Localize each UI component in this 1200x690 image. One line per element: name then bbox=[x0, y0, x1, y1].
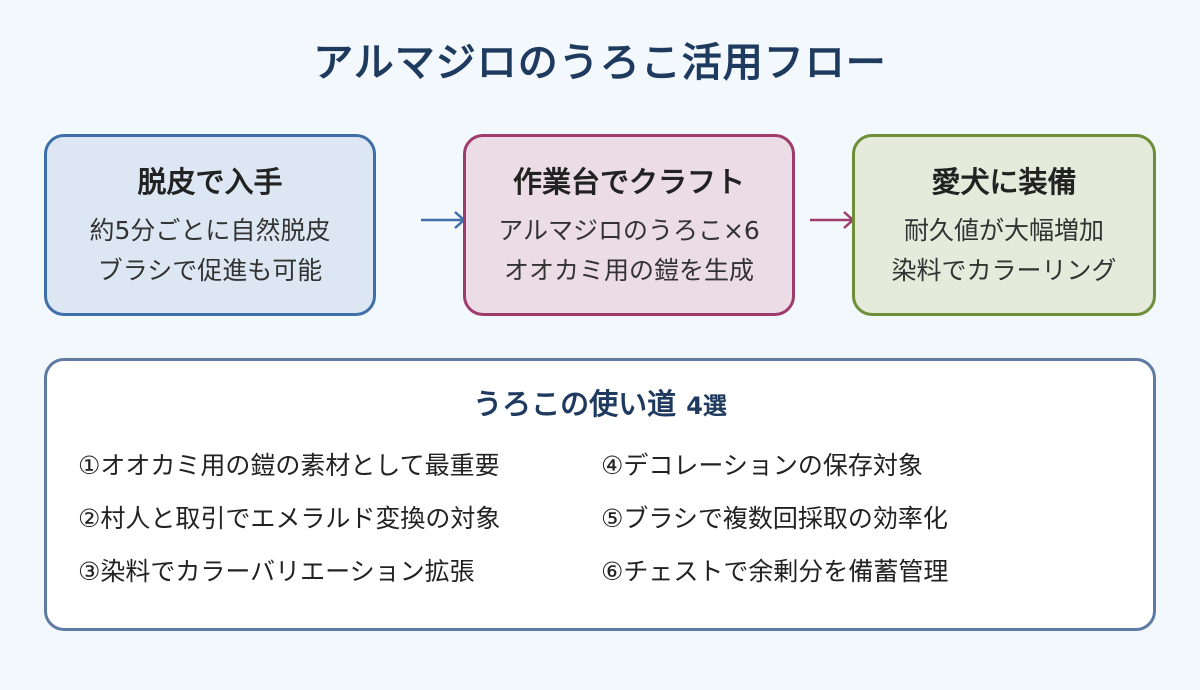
use-item: ③染料でカラーバリエーション拡張 bbox=[78, 557, 475, 586]
use-item: ⑥チェストで余剰分を備蓄管理 bbox=[601, 557, 949, 586]
step-description-line: 耐久値が大幅増加 bbox=[903, 216, 1104, 245]
step-title: 愛犬に装備 bbox=[931, 165, 1077, 199]
step-card-molt: 脱皮で入手 約5分ごとに自然脱皮 ブラシで促進も可能 bbox=[44, 134, 376, 316]
uses-panel: うろこの使い道 4選 ①オオカミ用の鎧の素材として最重要 ②村人と取引でエメラル… bbox=[44, 358, 1156, 631]
step-card-equip: 愛犬に装備 耐久値が大幅増加 染料でカラーリング bbox=[852, 134, 1156, 316]
use-item: ⑤ブラシで複数回採取の効率化 bbox=[601, 504, 948, 533]
step-title: 作業台でクラフト bbox=[512, 165, 745, 199]
use-item: ④デコレーションの保存対象 bbox=[601, 451, 923, 480]
right-arrow-icon bbox=[421, 211, 466, 229]
uses-title: うろこの使い道 4選 bbox=[47, 381, 1153, 423]
use-item: ①オオカミ用の鎧の素材として最重要 bbox=[78, 451, 500, 480]
step-title: 脱皮で入手 bbox=[137, 165, 283, 199]
step-description-line: オオカミ用の鎧を生成 bbox=[503, 256, 754, 285]
step-description-line: 染料でカラーリング bbox=[891, 256, 1117, 285]
uses-title-count: 4選 bbox=[686, 392, 727, 420]
use-item: ②村人と取引でエメラルド変換の対象 bbox=[78, 504, 501, 533]
step-description-line: ブラシで促進も可能 bbox=[97, 256, 323, 285]
step-description-line: 約5分ごとに自然脱皮 bbox=[89, 216, 331, 245]
page-title: アルマジロのうろこ活用フロー bbox=[313, 40, 887, 86]
step-description-line: アルマジロのうろこ×6 bbox=[498, 216, 760, 245]
step-card-craft: 作業台でクラフト アルマジロのうろこ×6 オオカミ用の鎧を生成 bbox=[463, 134, 795, 316]
right-arrow-icon bbox=[810, 211, 855, 229]
uses-title-text: うろこの使い道 bbox=[473, 387, 677, 421]
